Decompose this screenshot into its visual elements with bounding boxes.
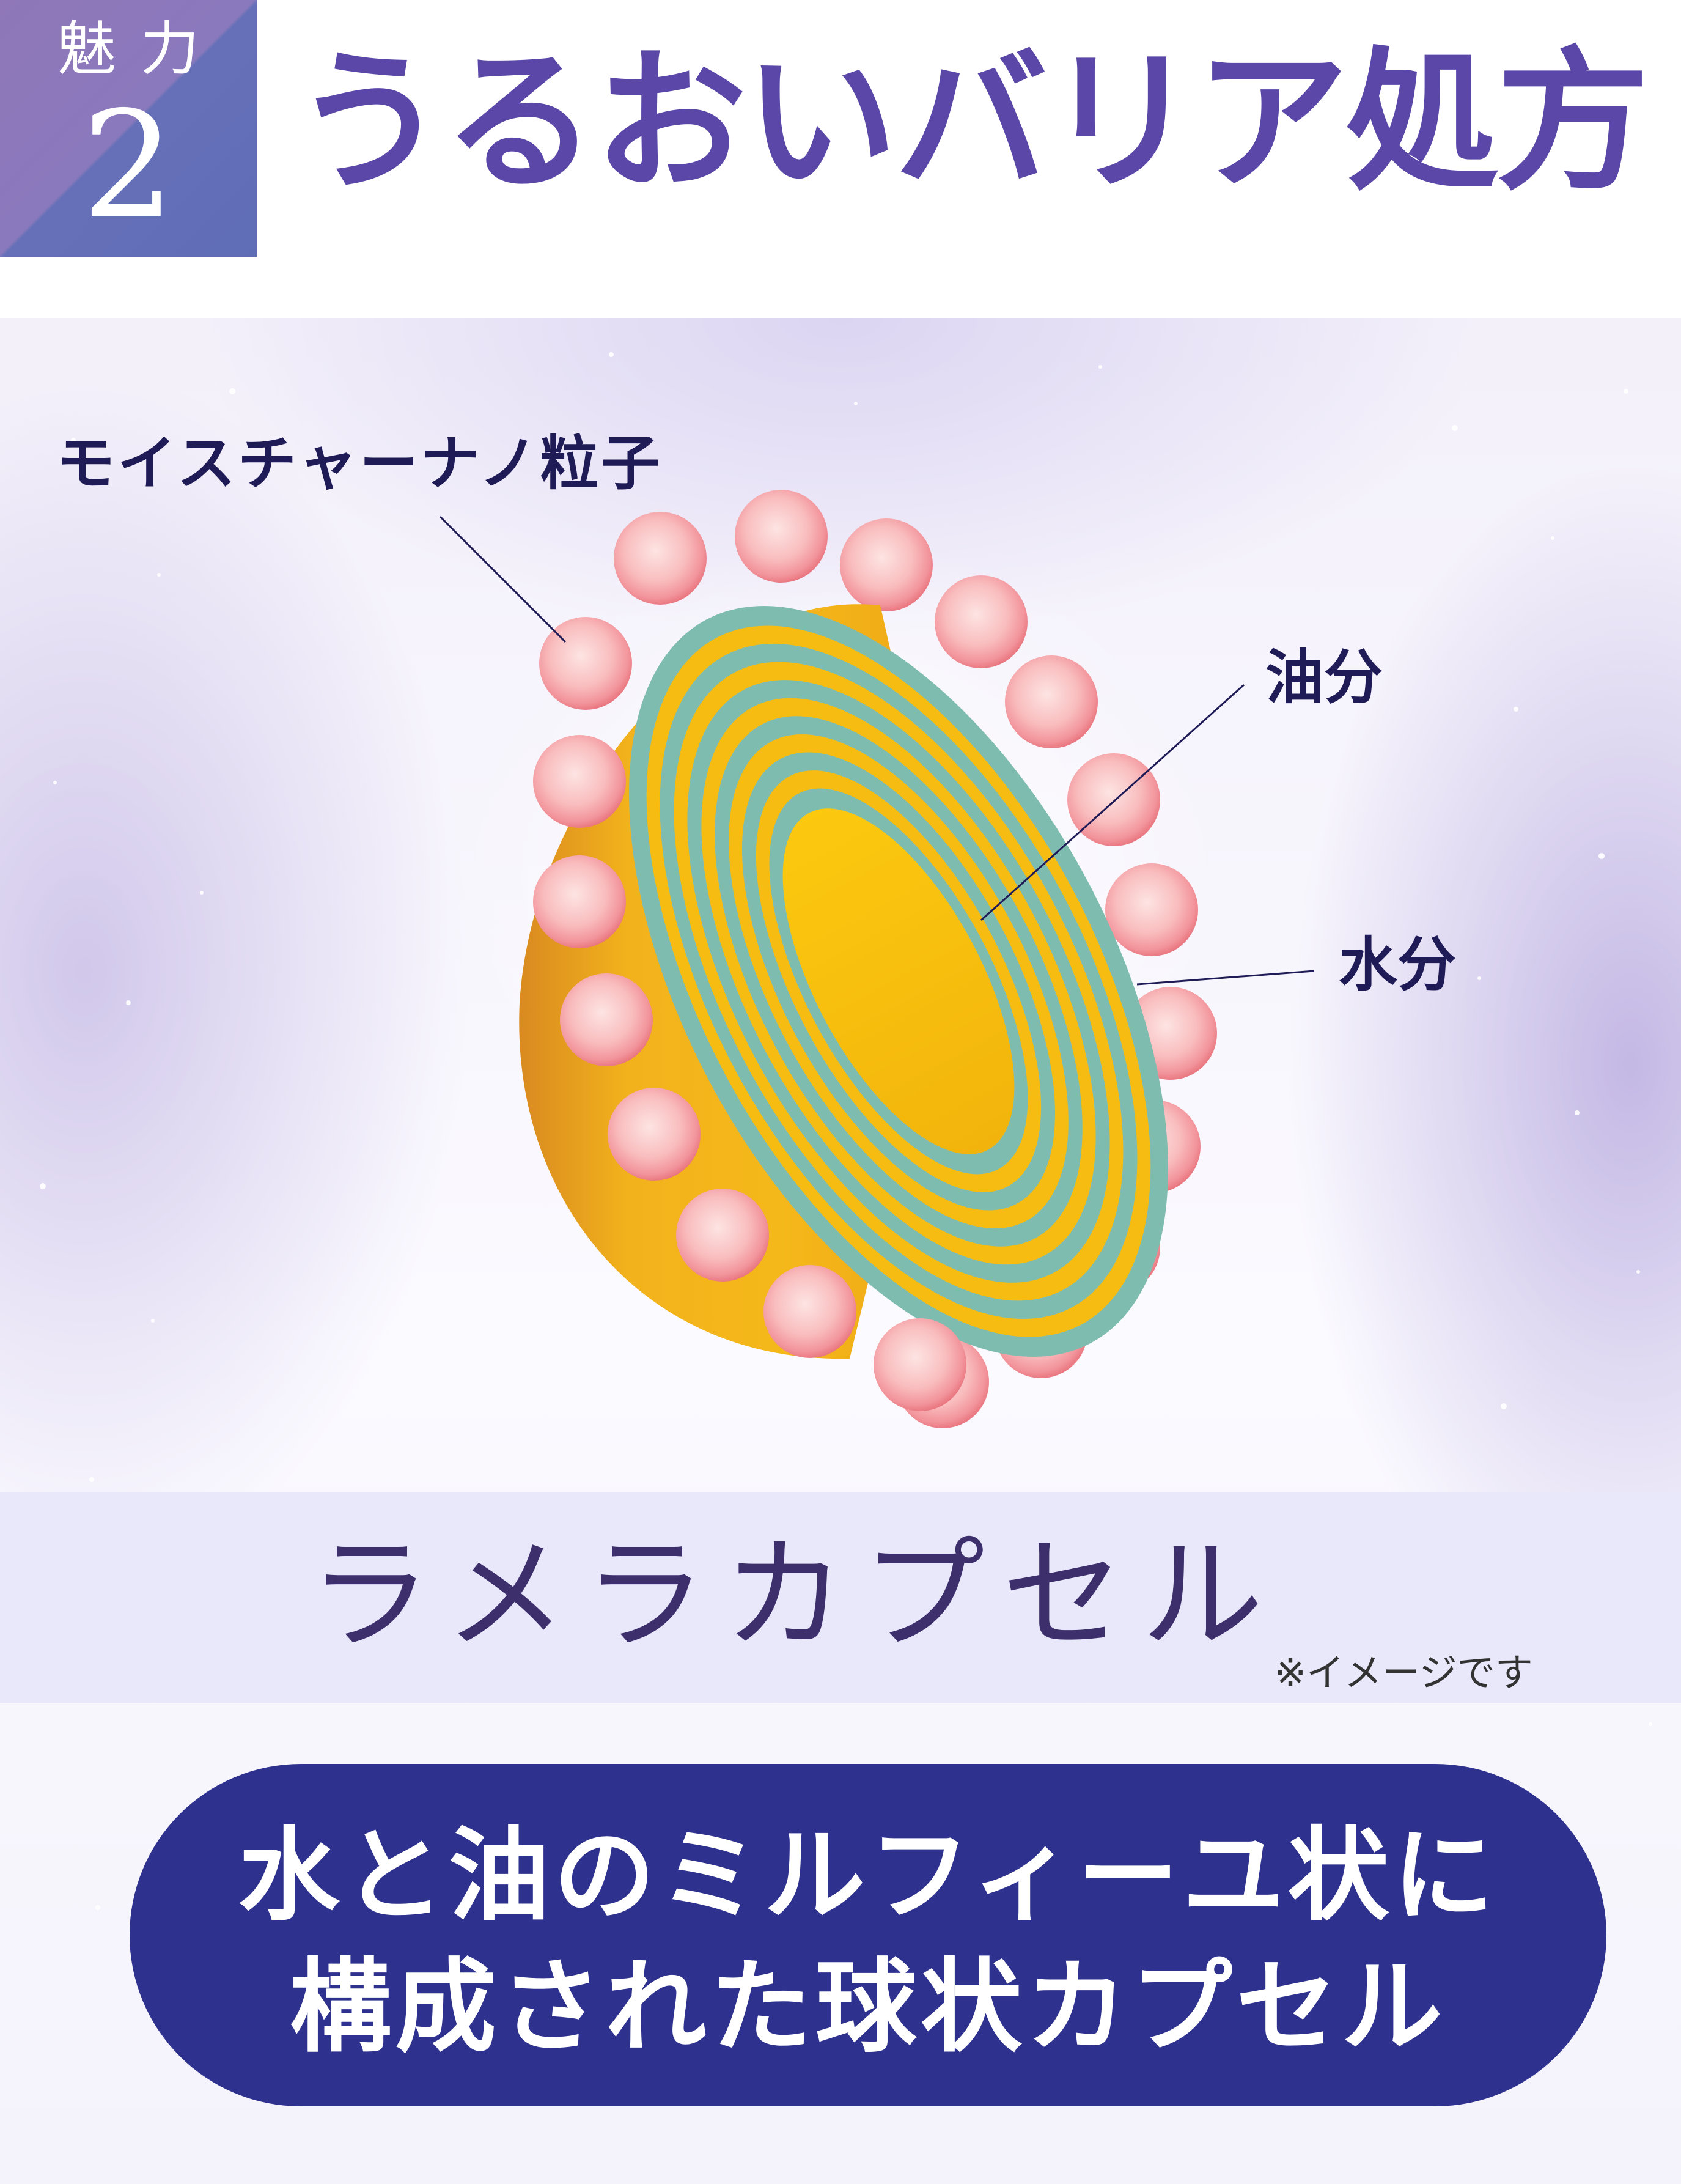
moisture-particle [763, 1265, 856, 1358]
capsule-name-band [0, 1492, 1681, 1703]
oil-leader-line [980, 684, 1245, 921]
moisture-particle [614, 512, 707, 605]
summary-line-1: 水と油のミルフィーユ状に [238, 1816, 1498, 1935]
oil-core [782, 808, 1015, 1154]
moisture-particle [560, 973, 653, 1066]
lamellar-capsule-diagram [439, 490, 1315, 1428]
label-oil: 油分 [1265, 643, 1383, 712]
badge-label: 魅力 [57, 15, 224, 83]
moisture-particle [533, 855, 626, 948]
label-moisture-nano-particle: モイスチャーナノ粒子 [56, 429, 663, 498]
moisture-particle [1067, 753, 1160, 846]
moisture-particle [608, 1088, 701, 1181]
moisture-particle [676, 1189, 769, 1282]
moisture-particle [840, 518, 933, 611]
summary-line-2: 構成された球状カプセル [290, 1947, 1446, 2067]
badge-number: 2 [81, 79, 175, 251]
label-water: 水分 [1339, 931, 1456, 999]
page-title: うるおいバリア処方 [293, 31, 1649, 211]
feature-badge: 魅力 2 [0, 0, 257, 257]
moisture-particle [874, 1318, 966, 1411]
water-leader-line [1136, 970, 1315, 986]
moisture-particle [735, 490, 828, 583]
leader-lines [439, 515, 1315, 986]
moisture-particle [1005, 655, 1098, 748]
moisture-nano-particles-front [533, 617, 966, 1411]
moisture-particle [935, 575, 1028, 668]
particle-leader-line [439, 515, 567, 643]
moisture-particle [1105, 863, 1198, 956]
moisture-particle [533, 735, 626, 828]
summary-pill [130, 1764, 1606, 2106]
sparkle-layer [35, 352, 1652, 1941]
capsule-name: ラメラカプセル [308, 1524, 1281, 1667]
image-note: ※イメージです [1275, 1650, 1533, 1695]
lamellar-layers [629, 606, 1168, 1357]
